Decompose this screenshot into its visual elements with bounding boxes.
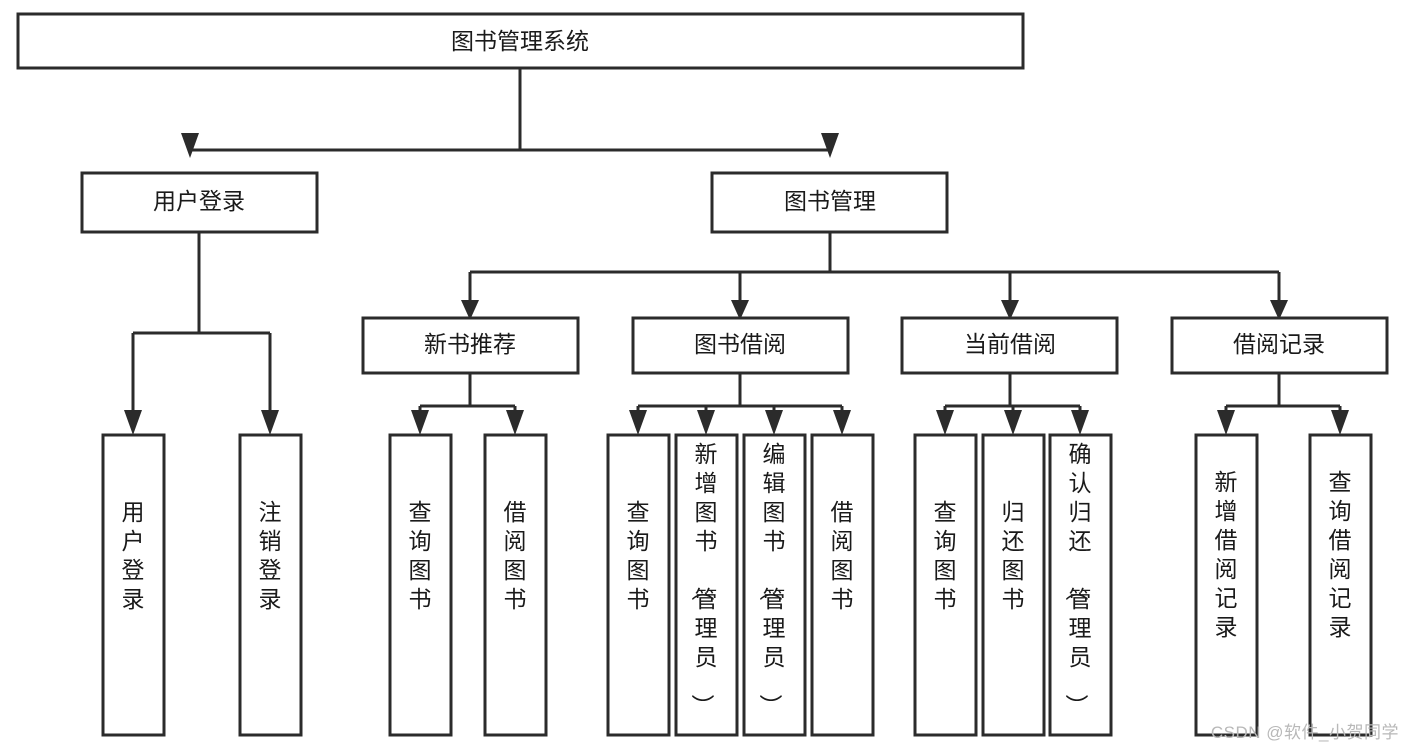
arrowhead-bb-leaf-4 xyxy=(833,410,851,435)
node-book-borrow-label: 图书借阅 xyxy=(694,331,786,357)
leaf-current-borrow-query[interactable]: 查询图书 xyxy=(913,433,978,737)
leaf-current-borrow-return[interactable]: 归还图书 xyxy=(981,433,1046,737)
leaf-current-borrow-confirm-label: 确认归还（管理员） xyxy=(1064,441,1092,717)
node-borrow-record[interactable]: 借阅记录 xyxy=(1170,316,1389,375)
arrowhead-leaf-logout xyxy=(261,410,279,435)
leaf-book-borrow-add[interactable]: 新增图书（管理员） xyxy=(674,433,739,737)
leaf-borrow-record-add-label: 新增借阅记录 xyxy=(1215,469,1238,640)
arrowhead-user-login xyxy=(181,133,199,158)
arrowhead-br-leaf-2 xyxy=(1331,410,1349,435)
leaf-user-login-login[interactable]: 用户登录 xyxy=(101,433,166,737)
arrowhead-bb-leaf-1 xyxy=(629,410,647,435)
arrowhead-nb-leaf-1 xyxy=(411,410,429,435)
leaf-book-borrow-borrow-label: 借阅图书 xyxy=(831,499,854,612)
node-root-book-management-system[interactable]: 图书管理系统 xyxy=(16,12,1025,70)
node-book-management[interactable]: 图书管理 xyxy=(710,171,949,234)
arrowhead-new-book xyxy=(461,300,479,320)
arrowhead-layer xyxy=(124,133,1349,435)
node-new-book-recommend[interactable]: 新书推荐 xyxy=(361,316,580,375)
arrowhead-borrow-record xyxy=(1270,300,1288,320)
node-root-label: 图书管理系统 xyxy=(451,28,589,54)
arrowhead-cb-leaf-3 xyxy=(1071,410,1089,435)
leaf-borrow-record-add[interactable]: 新增借阅记录 xyxy=(1194,433,1259,737)
node-current-borrow[interactable]: 当前借阅 xyxy=(900,316,1119,375)
leaf-current-borrow-query-label: 查询图书 xyxy=(934,499,957,612)
arrowhead-leaf-user-login xyxy=(124,410,142,435)
arrowhead-book-mgmt xyxy=(821,133,839,158)
arrowhead-current-borrow xyxy=(1001,300,1019,320)
csdn-watermark: CSDN @软件_小贺同学 xyxy=(1210,723,1399,742)
leaf-borrow-record-query-label: 查询借阅记录 xyxy=(1329,469,1352,640)
arrowhead-nb-leaf-2 xyxy=(506,410,524,435)
leaf-book-borrow-edit-label: 编辑图书（管理员） xyxy=(758,441,786,717)
leaf-book-borrow-query[interactable]: 查询图书 xyxy=(606,433,671,737)
leaf-book-borrow-add-label: 新增图书（管理员） xyxy=(690,441,718,717)
node-book-management-label: 图书管理 xyxy=(784,188,876,214)
node-book-borrow[interactable]: 图书借阅 xyxy=(631,316,850,375)
node-current-borrow-label: 当前借阅 xyxy=(964,331,1056,357)
leaf-new-book-query[interactable]: 查询图书 xyxy=(388,433,453,737)
node-new-book-recommend-label: 新书推荐 xyxy=(424,331,516,357)
arrowhead-book-borrow xyxy=(731,300,749,320)
node-borrow-record-label: 借阅记录 xyxy=(1233,331,1325,357)
leaf-current-borrow-confirm[interactable]: 确认归还（管理员） xyxy=(1048,433,1113,737)
leaf-book-borrow-borrow[interactable]: 借阅图书 xyxy=(810,433,875,737)
leaf-new-book-borrow[interactable]: 借阅图书 xyxy=(483,433,548,737)
arrowhead-br-leaf-1 xyxy=(1217,410,1235,435)
node-user-login-label: 用户登录 xyxy=(153,188,245,214)
arrowhead-bb-leaf-3 xyxy=(765,410,783,435)
leaf-user-login-logout[interactable]: 注销登录 xyxy=(238,433,303,737)
arrowhead-cb-leaf-2 xyxy=(1004,410,1022,435)
leaf-book-borrow-query-label: 查询图书 xyxy=(627,499,650,612)
leaf-current-borrow-return-label: 归还图书 xyxy=(1002,499,1025,612)
arrowhead-bb-leaf-2 xyxy=(697,410,715,435)
leaf-user-login-login-label: 用户登录 xyxy=(122,499,145,612)
leaf-book-borrow-edit[interactable]: 编辑图书（管理员） xyxy=(742,433,807,737)
leaf-new-book-borrow-label: 借阅图书 xyxy=(504,499,527,612)
leaf-borrow-record-query[interactable]: 查询借阅记录 xyxy=(1308,433,1373,737)
leaf-new-book-query-label: 查询图书 xyxy=(409,499,432,612)
leaf-user-login-logout-label: 注销登录 xyxy=(259,499,282,612)
node-user-login[interactable]: 用户登录 xyxy=(80,171,319,234)
arrowhead-cb-leaf-1 xyxy=(936,410,954,435)
